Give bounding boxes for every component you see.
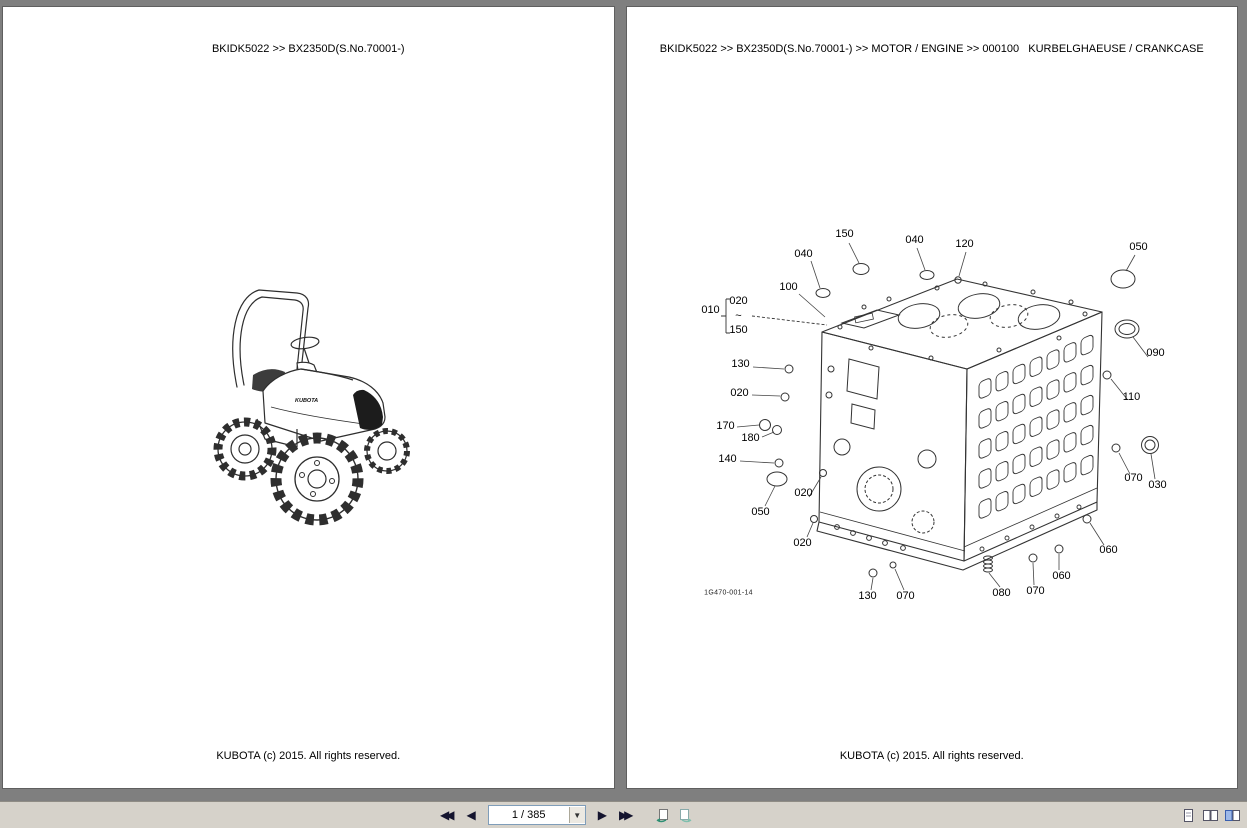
previous-view-button[interactable] <box>655 807 672 824</box>
part-callout: 140 <box>718 453 737 465</box>
next-page-button[interactable]: ▶ <box>594 805 611 825</box>
pages-area: BKIDK5022 >> BX2350D(S.No.70001-) <box>2 6 1238 789</box>
single-page-view-icon <box>1184 808 1193 822</box>
part-callout: 150 <box>729 324 748 336</box>
single-page-view-button[interactable] <box>1180 807 1197 824</box>
prev-page-button[interactable]: ◀ <box>462 805 479 825</box>
part-callout: 070 <box>1124 472 1143 484</box>
part-callout: 040 <box>905 234 924 246</box>
part-callout: 020 <box>729 295 748 307</box>
page-left: BKIDK5022 >> BX2350D(S.No.70001-) <box>2 6 615 789</box>
part-callout: 120 <box>955 238 974 250</box>
part-callout: 170 <box>716 420 735 432</box>
right-page-footer: KUBOTA (c) 2015. All rights reserved. <box>839 750 1024 762</box>
previous-view-icon <box>656 808 669 822</box>
page-right: BKIDK5022 >> BX2350D(S.No.70001-) >> MOT… <box>625 6 1238 789</box>
part-callout: 150 <box>835 228 854 240</box>
crankcase-diagram: 150 040 120 050 040 100 010 020 ~ 150 13… <box>627 7 1235 788</box>
part-callout: 010 <box>701 304 720 316</box>
part-callout: 040 <box>794 248 813 260</box>
next-view-icon <box>680 808 692 822</box>
facing-pages-cover-view-button[interactable] <box>1224 807 1241 824</box>
part-callout: 070 <box>1026 585 1045 597</box>
part-callout: 020 <box>793 537 812 549</box>
last-page-icon: ▶▶ <box>618 808 634 822</box>
part-callout: 060 <box>1099 544 1118 556</box>
viewer-toolbar: ◀◀ ◀ ▼ ▶ ▶▶ <box>0 801 1247 828</box>
part-callout: 110 <box>1122 391 1141 403</box>
page-navigation: ◀◀ ◀ ▼ ▶ ▶▶ <box>436 802 693 828</box>
prev-page-icon: ◀ <box>466 808 476 822</box>
view-mode-controls <box>1180 802 1241 828</box>
part-callout: 130 <box>731 358 750 370</box>
figure-reference: 1G470-001-14 <box>704 589 753 597</box>
left-page-header: BKIDK5022 >> BX2350D(S.No.70001-) <box>211 43 405 55</box>
right-page-header: BKIDK5022 >> BX2350D(S.No.70001-) >> MOT… <box>659 43 1204 55</box>
part-callout: 090 <box>1146 347 1165 359</box>
part-callout: 130 <box>858 590 877 602</box>
first-page-icon: ◀◀ <box>440 808 455 822</box>
part-callout: 030 <box>1148 479 1167 491</box>
next-view-button[interactable] <box>676 807 693 824</box>
part-callout: ~ <box>735 310 742 322</box>
part-callout: 070 <box>896 590 915 602</box>
page-number-box: ▼ <box>487 805 586 825</box>
last-page-button[interactable]: ▶▶ <box>615 805 637 825</box>
part-callout: 020 <box>730 387 749 399</box>
part-callout: 100 <box>779 281 798 293</box>
facing-pages-view-button[interactable] <box>1202 807 1219 824</box>
part-callout: 080 <box>992 587 1011 599</box>
part-callout: 060 <box>1052 570 1071 582</box>
facing-pages-view-icon <box>1203 809 1218 821</box>
part-callout: 180 <box>741 432 760 444</box>
part-callout: 050 <box>751 506 770 518</box>
page-dropdown-button[interactable]: ▼ <box>568 807 585 823</box>
tractor-illustration: KUBOTA <box>213 289 410 526</box>
tractor-brand-decal: KUBOTA <box>295 398 318 404</box>
page-number-input[interactable] <box>488 807 569 823</box>
next-page-icon: ▶ <box>597 808 607 822</box>
part-callout: 050 <box>1129 241 1148 253</box>
crankcase-illustration <box>720 242 1159 591</box>
facing-pages-cover-view-icon <box>1225 809 1240 821</box>
part-callout: 020 <box>794 487 813 499</box>
left-page-footer: KUBOTA (c) 2015. All rights reserved. <box>216 750 401 762</box>
first-page-button[interactable]: ◀◀ <box>436 805 458 825</box>
